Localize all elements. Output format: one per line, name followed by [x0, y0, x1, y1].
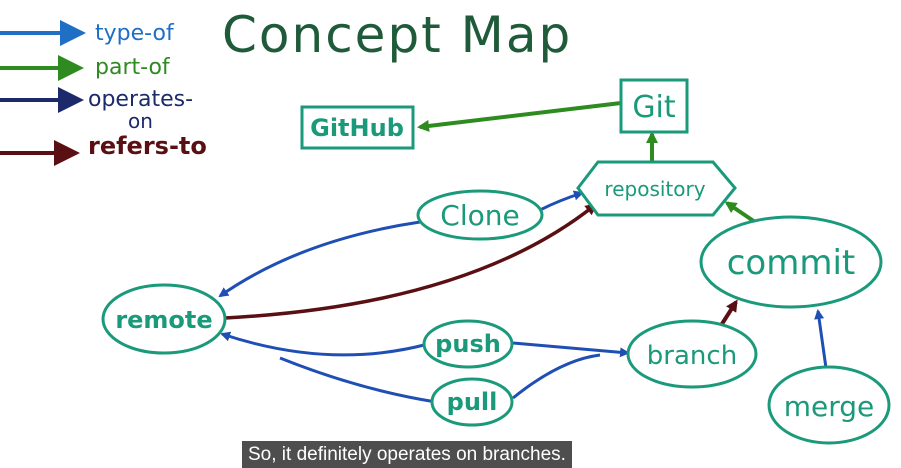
node-remote-label: remote — [115, 306, 212, 334]
edges — [218, 101, 828, 404]
node-labels: GitHub Git repository Clone commit remot… — [115, 90, 874, 423]
node-merge-ellipse — [767, 365, 891, 445]
node-git-label: Git — [632, 90, 676, 125]
node-branch-label: branch — [647, 341, 737, 371]
edge-pull-remote — [279, 356, 437, 404]
legend-operates-on-label-2: on — [128, 109, 153, 133]
node-remote-ellipse — [101, 283, 227, 355]
video-caption: So, it definitely operates on branches. — [242, 441, 572, 468]
node-repository-hex — [576, 160, 737, 217]
node-repository-label: repository — [604, 177, 705, 201]
node-git-box — [619, 78, 689, 134]
node-pull-ellipse — [430, 377, 514, 427]
edge-merge-commit — [814, 309, 828, 369]
node-push-ellipse — [422, 319, 514, 369]
legend-operates-on-label: operates- — [88, 87, 193, 112]
node-commit-label: commit — [727, 243, 856, 283]
node-branch-ellipse — [626, 319, 758, 389]
edge-clone-repository — [539, 190, 584, 212]
legend-part-of-arrow-icon — [58, 55, 84, 81]
edge-git-github — [417, 101, 622, 132]
node-commit-ellipse — [699, 215, 883, 309]
edge-clone-remote — [218, 220, 421, 298]
legend-operates-on-arrow-icon — [58, 87, 84, 113]
edge-push-branch — [512, 341, 630, 358]
edge-pull-branch — [512, 353, 601, 400]
legend-refers-to-label: refers-to — [88, 132, 207, 160]
node-push-label: push — [435, 330, 501, 358]
node-github-box — [300, 105, 415, 150]
node-github-label: GitHub — [310, 114, 404, 142]
legend-part-of-label: part-of — [95, 55, 171, 80]
page-title: Concept Map — [222, 6, 572, 64]
edge-branch-commit — [718, 299, 738, 329]
legend-type-of-label: type-of — [95, 21, 175, 46]
nodes — [101, 78, 891, 445]
node-merge-label: merge — [784, 390, 875, 423]
legend: type-of part-of operates- on refers-to — [0, 20, 207, 166]
node-clone-ellipse — [416, 189, 544, 241]
edge-push-remote — [220, 331, 429, 357]
legend-refers-to-arrow-icon — [54, 140, 80, 166]
node-clone-label: Clone — [440, 199, 519, 232]
edge-remote-repository — [224, 203, 598, 320]
node-pull-label: pull — [447, 388, 498, 416]
legend-type-of-arrow-icon — [60, 20, 86, 46]
